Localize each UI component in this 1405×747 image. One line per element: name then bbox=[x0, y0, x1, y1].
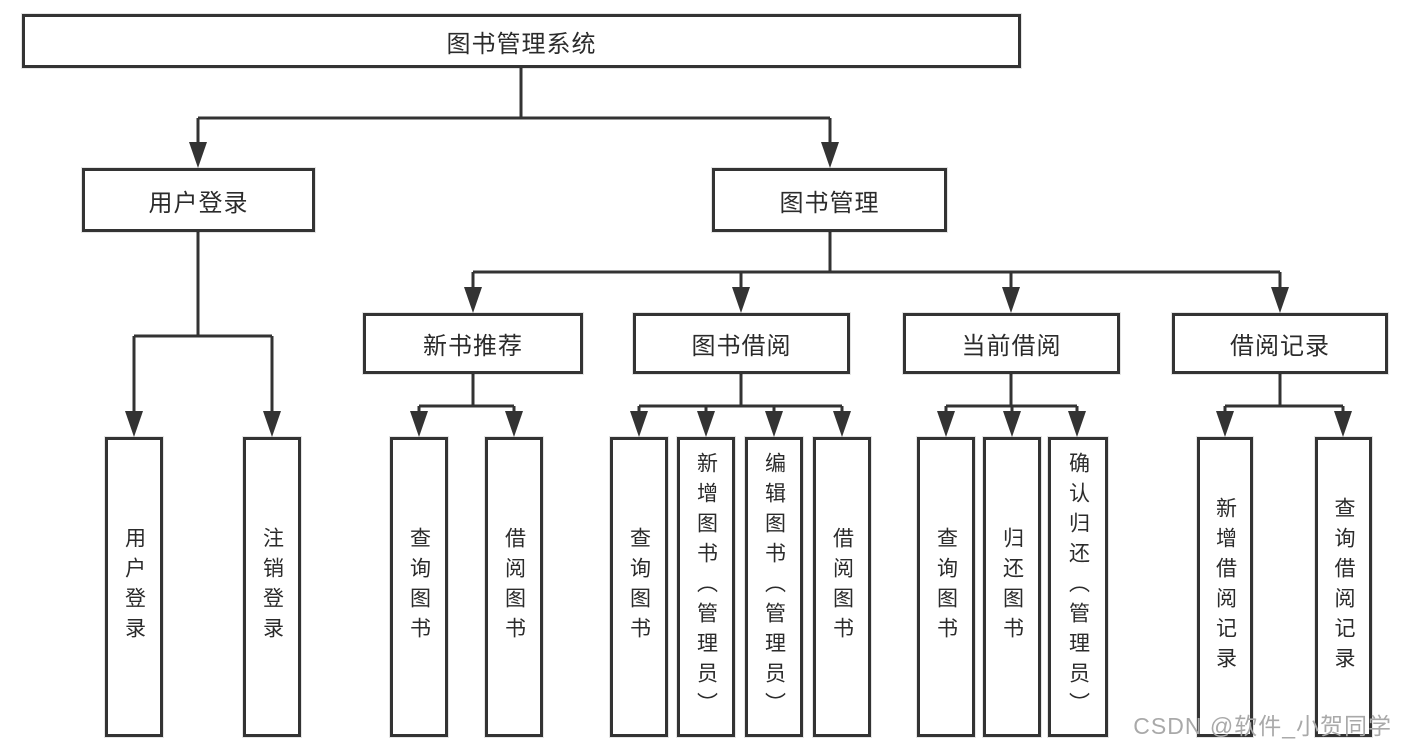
node-label: 图书管理系统 bbox=[446, 30, 597, 58]
watermark-text: CSDN @软件_小贺同学 bbox=[1133, 713, 1392, 739]
arrowhead-down-icon bbox=[1002, 287, 1020, 313]
node-label: 编辑图书（管理员） bbox=[762, 452, 786, 722]
node-label: 查询图书 bbox=[627, 527, 651, 647]
node-label: 图书借阅 bbox=[691, 333, 792, 360]
node-label: 注销登录 bbox=[260, 527, 284, 647]
arrowhead-down-icon bbox=[410, 411, 428, 437]
diagram-node-leaf-query-book-1: 查询图书 bbox=[390, 437, 448, 737]
node-label: 图书管理 bbox=[779, 189, 880, 217]
diagram-node-leaf-user-login: 用户登录 bbox=[105, 437, 163, 737]
arrowhead-down-icon bbox=[732, 287, 750, 313]
diagram-node-borrow-records: 借阅记录 bbox=[1172, 313, 1388, 374]
node-label: 用户登录 bbox=[148, 189, 249, 217]
arrowhead-down-icon bbox=[464, 287, 482, 313]
arrowhead-down-icon bbox=[125, 411, 143, 437]
arrowhead-down-icon bbox=[697, 411, 715, 437]
diagram-node-book-borrow: 图书借阅 bbox=[633, 313, 850, 374]
arrowhead-down-icon bbox=[1003, 411, 1021, 437]
node-label: 新增借阅记录 bbox=[1213, 497, 1237, 677]
diagram-node-current-borrow: 当前借阅 bbox=[903, 313, 1120, 374]
node-label: 查询图书 bbox=[407, 527, 431, 647]
diagram-node-leaf-borrow-book-2: 借阅图书 bbox=[813, 437, 871, 737]
diagram-node-leaf-borrow-book-1: 借阅图书 bbox=[485, 437, 543, 737]
arrowhead-down-icon bbox=[765, 411, 783, 437]
node-label: 借阅记录 bbox=[1230, 333, 1330, 360]
arrowhead-down-icon bbox=[833, 411, 851, 437]
node-label: 用户登录 bbox=[122, 527, 146, 647]
arrowhead-down-icon bbox=[1216, 411, 1234, 437]
node-label: 查询借阅记录 bbox=[1332, 497, 1355, 677]
arrowhead-down-icon bbox=[505, 411, 523, 437]
node-label: 借阅图书 bbox=[830, 527, 854, 647]
diagram-node-leaf-query-borrow-rec: 查询借阅记录 bbox=[1315, 437, 1372, 737]
node-label: 当前借阅 bbox=[961, 333, 1062, 360]
node-label: 查询图书 bbox=[934, 527, 958, 647]
diagram-node-leaf-return-book: 归还图书 bbox=[983, 437, 1041, 737]
diagram-node-new-book-recommend: 新书推荐 bbox=[363, 313, 583, 374]
diagram-node-leaf-add-borrow-rec: 新增借阅记录 bbox=[1197, 437, 1253, 737]
node-label: 借阅图书 bbox=[502, 527, 526, 647]
arrowhead-down-icon bbox=[937, 411, 955, 437]
diagram-node-leaf-edit-book: 编辑图书（管理员） bbox=[745, 437, 803, 737]
diagram-node-leaf-confirm-return: 确认归还（管理员） bbox=[1048, 437, 1108, 737]
arrowhead-down-icon bbox=[1068, 411, 1086, 437]
diagram-node-leaf-add-book: 新增图书（管理员） bbox=[677, 437, 735, 737]
diagram-node-book-management: 图书管理 bbox=[712, 168, 947, 232]
diagram-node-leaf-query-book-2: 查询图书 bbox=[610, 437, 668, 737]
arrowhead-down-icon bbox=[630, 411, 648, 437]
arrowhead-down-icon bbox=[1271, 287, 1289, 313]
arrowhead-down-icon bbox=[821, 142, 839, 168]
arrowhead-down-icon bbox=[263, 411, 281, 437]
node-label: 新书推荐 bbox=[423, 333, 523, 360]
diagram-node-leaf-query-book-3: 查询图书 bbox=[917, 437, 975, 737]
arrowhead-down-icon bbox=[189, 142, 207, 168]
diagram-node-root: 图书管理系统 bbox=[22, 14, 1021, 68]
arrowhead-down-icon bbox=[1334, 411, 1352, 437]
diagram-node-leaf-logout: 注销登录 bbox=[243, 437, 301, 737]
node-label: 新增图书（管理员） bbox=[694, 452, 718, 722]
diagram-node-user-login: 用户登录 bbox=[82, 168, 315, 232]
node-label: 归还图书 bbox=[1000, 527, 1024, 647]
node-label: 确认归还（管理员） bbox=[1066, 452, 1090, 722]
